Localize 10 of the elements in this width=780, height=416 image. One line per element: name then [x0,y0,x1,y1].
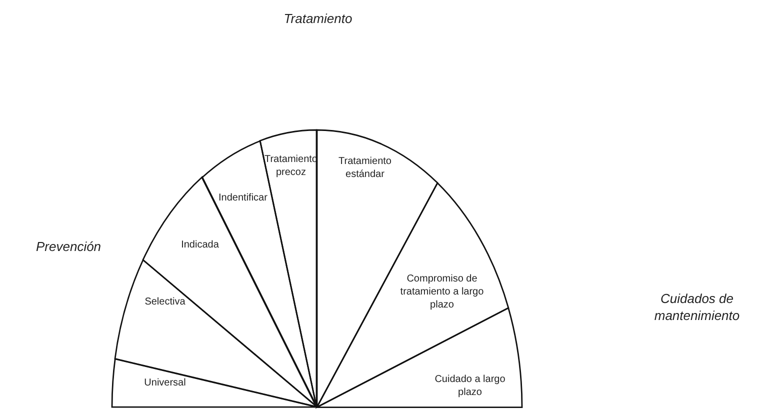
sector-label: Indicada [180,238,220,252]
sector-label: Cuidado a largo plazo [434,372,506,399]
section-heading: Prevención [36,238,102,255]
sector-label: Compromiso de tratamiento a largo plazo [400,272,484,312]
sector-label: Indentificar [218,191,268,204]
sector-label: Tratamiento estándar [338,155,392,181]
sector-label: Selectiva [144,295,186,308]
section-heading: Tratamiento [284,10,352,27]
sector-label: Universal [143,376,187,390]
section-heading: Cuidados de mantenimiento [653,290,741,324]
